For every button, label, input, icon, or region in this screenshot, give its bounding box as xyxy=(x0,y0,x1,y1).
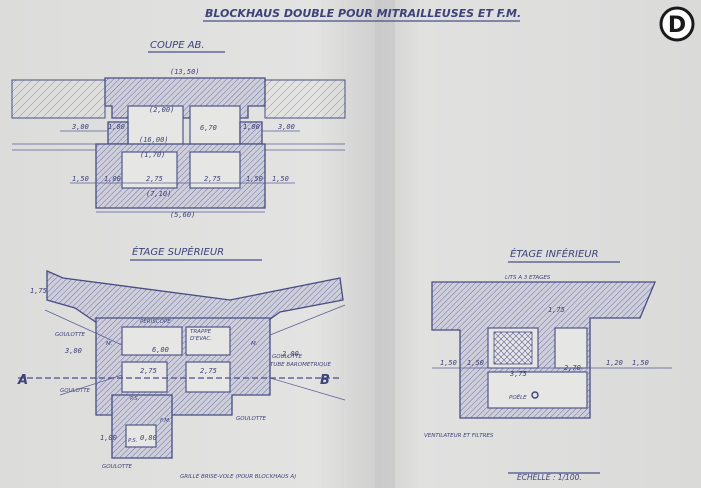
svg-text:1,50: 1,50 xyxy=(246,175,263,183)
svg-text:1,50: 1,50 xyxy=(440,359,457,367)
svg-text:1,00: 1,00 xyxy=(100,434,117,442)
svg-text:1,75: 1,75 xyxy=(30,287,47,295)
sheet-letter: D xyxy=(668,13,686,38)
svg-text:1,50: 1,50 xyxy=(632,359,649,367)
svg-text:GOULOTTE: GOULOTTE xyxy=(272,354,303,360)
svg-text:D'EVAC.: D'EVAC. xyxy=(190,336,212,342)
coupe-ab-section: COUPE AB. (13,50) 3,00 1,00 (2,00) (16,0… xyxy=(11,40,346,219)
svg-text:2,75: 2,75 xyxy=(200,367,217,375)
svg-text:GOULOTTE: GOULOTTE xyxy=(60,388,91,394)
svg-text:(16,00): (16,00) xyxy=(139,136,169,144)
svg-text:3,00: 3,00 xyxy=(64,347,82,355)
svg-text:M.: M. xyxy=(251,341,258,347)
svg-text:P.S.: P.S. xyxy=(130,396,140,402)
etage-inferieur-title: ÉTAGE INFÉRIEUR xyxy=(510,247,599,260)
svg-text:1,50: 1,50 xyxy=(467,359,484,367)
svg-text:2,75: 2,75 xyxy=(146,175,163,183)
svg-text:B: B xyxy=(320,373,330,388)
svg-text:M.: M. xyxy=(106,341,113,347)
svg-text:GOULOTTE: GOULOTTE xyxy=(102,464,133,470)
svg-text:1,50: 1,50 xyxy=(272,175,289,183)
svg-text:GOULOTTE: GOULOTTE xyxy=(236,416,267,422)
svg-text:(2,00): (2,00) xyxy=(149,106,174,114)
svg-text:1,50: 1,50 xyxy=(72,175,89,183)
svg-text:2,75: 2,75 xyxy=(140,367,157,375)
svg-text:1,00: 1,00 xyxy=(243,123,260,131)
svg-text:1,75: 1,75 xyxy=(548,306,565,314)
scale-label: ECHELLE : 1/100. xyxy=(517,473,582,482)
svg-text:3,00: 3,00 xyxy=(71,123,89,131)
svg-text:(7,10): (7,10) xyxy=(146,190,171,198)
svg-text:TRAPPE: TRAPPE xyxy=(190,329,212,335)
svg-text:A: A xyxy=(17,373,28,388)
svg-text:(1,70): (1,70) xyxy=(140,151,165,159)
etage-superieur-plan: ÉTAGE SUPÉRIEUR A B PERISCOPE TRAPPE D'E… xyxy=(17,245,346,480)
svg-text:P.S.: P.S. xyxy=(128,438,138,444)
svg-text:0,80: 0,80 xyxy=(140,434,157,442)
svg-text:PERISCOPE: PERISCOPE xyxy=(140,319,171,325)
svg-text:POÊLE: POÊLE xyxy=(509,393,527,401)
svg-text:1,00: 1,00 xyxy=(104,175,121,183)
svg-text:1,00: 1,00 xyxy=(108,123,125,131)
svg-text:2,75: 2,75 xyxy=(204,175,221,183)
svg-text:2,70: 2,70 xyxy=(564,364,581,372)
svg-text:(13,50): (13,50) xyxy=(170,68,200,76)
svg-text:6,00: 6,00 xyxy=(152,346,169,354)
sheet-letter-badge: D xyxy=(659,6,695,42)
svg-text:F.M.: F.M. xyxy=(160,418,171,424)
svg-text:3,75: 3,75 xyxy=(509,370,527,378)
svg-text:1,20: 1,20 xyxy=(606,359,623,367)
coupe-ab-title: COUPE AB. xyxy=(150,40,205,51)
etage-superieur-title: ÉTAGE SUPÉRIEUR xyxy=(132,245,224,258)
svg-text:GRILLE BRISE-VOLE (POUR BLOCKH: GRILLE BRISE-VOLE (POUR BLOCKHAUS A) xyxy=(180,474,296,480)
svg-text:LITS A 3 ETAGES: LITS A 3 ETAGES xyxy=(505,275,551,281)
svg-text:TUBE BAROMETRIQUE: TUBE BAROMETRIQUE xyxy=(270,362,331,368)
svg-text:GOULOTTE: GOULOTTE xyxy=(55,332,86,338)
svg-text:6,70: 6,70 xyxy=(200,124,217,132)
sheet-title: BLOCKHAUS DOUBLE POUR MITRAILLEUSES ET F… xyxy=(205,7,521,20)
etage-inferieur-plan: ÉTAGE INFÉRIEUR LITS A 3 ETAGES POÊLE VE… xyxy=(424,247,672,439)
svg-text:3,00: 3,00 xyxy=(277,123,295,131)
svg-text:VENTILATEUR ET FILTRES: VENTILATEUR ET FILTRES xyxy=(424,433,494,439)
svg-text:2,00: 2,00 xyxy=(282,350,299,358)
page-gutter xyxy=(375,0,395,488)
svg-text:(5,60): (5,60) xyxy=(170,211,195,219)
